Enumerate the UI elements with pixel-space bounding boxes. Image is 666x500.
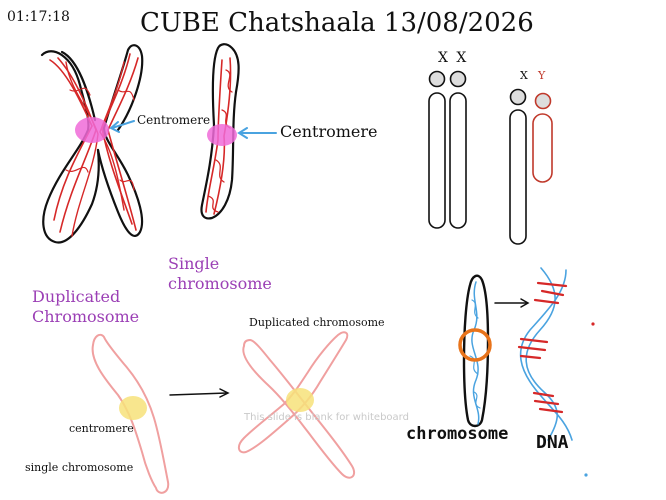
label-duplicated-line1: Duplicated — [32, 287, 121, 306]
whiteboard-watermark: This slide is blank for whiteboard — [244, 412, 409, 423]
label-single-chromosome: Single chromosome — [168, 254, 272, 294]
single-chromosome-drawing — [200, 43, 240, 220]
duplication-arrow — [169, 388, 230, 398]
label-single-chromosome-lower: single chromosome — [25, 461, 134, 474]
label-centromere-large: Centromere — [280, 122, 378, 141]
label-dna: DNA — [536, 432, 569, 453]
xx-chromosomes — [428, 70, 467, 229]
duplicated-chromatids-drawing — [238, 331, 356, 479]
label-duplicated-chromosome: Duplicated Chromosome — [32, 287, 139, 327]
xy-chromosomes — [509, 88, 553, 245]
label-duplicated-line2: Chromosome — [32, 307, 140, 326]
stray-dot — [584, 473, 588, 477]
label-single-line1: Single — [168, 254, 220, 273]
dna-arrow — [494, 298, 530, 308]
dna-double-helix — [517, 267, 573, 441]
stray-dot — [591, 322, 595, 326]
label-single-line2: chromosome — [168, 274, 272, 293]
label-chromosome: chromosome — [406, 424, 509, 444]
centromere-arrow-1 — [109, 120, 135, 133]
label-x: X — [520, 69, 528, 82]
label-y: Y — [538, 69, 546, 82]
single-chromatid-drawing — [91, 333, 170, 494]
label-xx: X X — [438, 50, 469, 66]
centromere-arrow-2 — [237, 127, 277, 139]
session-timer: 01:17:18 — [7, 9, 70, 25]
page-title: CUBE Chatshaala 13/08/2026 — [140, 8, 534, 38]
chromosome-with-dna-drawing — [458, 274, 492, 428]
label-centromere-lower: centromere — [69, 422, 134, 435]
label-duplicated-chromosome-small: Duplicated chromosome — [249, 316, 385, 329]
duplicated-chromosome-drawing — [40, 44, 144, 244]
label-centromere-small: Centromere — [137, 113, 211, 127]
